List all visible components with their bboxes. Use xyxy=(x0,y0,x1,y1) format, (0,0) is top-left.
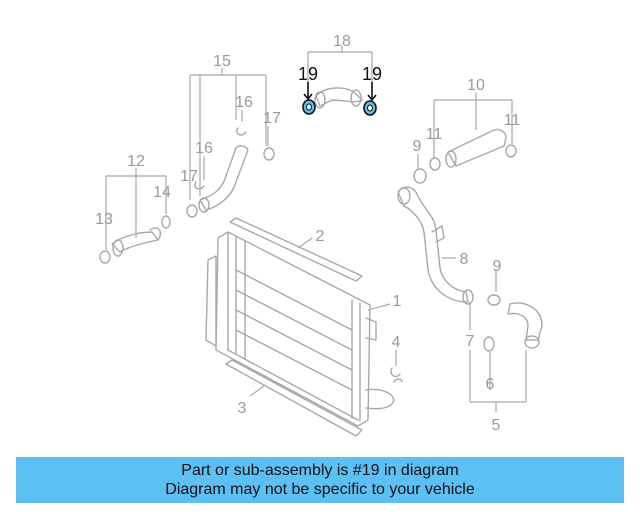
callout-9-top: 9 xyxy=(413,138,422,155)
hose-group-18 xyxy=(314,87,363,109)
callout-2: 2 xyxy=(316,228,325,245)
seal-ring-19-left-hole xyxy=(306,103,312,111)
pointer-19-right xyxy=(367,82,377,102)
callout-6: 6 xyxy=(486,376,495,393)
callout-5: 5 xyxy=(492,417,501,434)
banner-line-2: Diagram may not be specific to your vehi… xyxy=(165,481,475,498)
callout-15: 15 xyxy=(213,53,231,70)
upper-seal-strip xyxy=(229,217,363,282)
callout-7: 7 xyxy=(466,333,475,350)
hose-group-10 xyxy=(429,128,517,171)
callout-11-left: 11 xyxy=(426,126,443,143)
callout-9-right: 9 xyxy=(493,258,502,275)
hose-group-12 xyxy=(99,215,171,264)
callout-10: 10 xyxy=(467,77,485,94)
callout-17-mid: 17 xyxy=(180,168,198,185)
part-info-banner: Part or sub-assembly is #19 in diagram D… xyxy=(16,457,624,503)
callout-19-left: 19 xyxy=(298,64,318,84)
hose-group-5 xyxy=(483,294,543,352)
clip-part-4 xyxy=(390,367,403,383)
callout-1: 1 xyxy=(393,293,402,310)
hose-group-15 xyxy=(186,127,275,218)
callout-18: 18 xyxy=(333,33,351,50)
callout-11-right: 11 xyxy=(504,112,521,129)
banner-line-1: Part or sub-assembly is #19 in diagram xyxy=(181,462,459,479)
lower-seal-strip xyxy=(225,359,363,437)
callout-14: 14 xyxy=(153,184,171,201)
callout-16-mid: 16 xyxy=(195,140,213,157)
callout-17-top: 17 xyxy=(263,110,281,127)
charge-pipe-8 xyxy=(397,168,474,305)
seal-ring-19-right-hole xyxy=(367,104,373,112)
callout-8: 8 xyxy=(460,251,469,268)
callout-16-top: 16 xyxy=(235,94,253,111)
callout-4: 4 xyxy=(392,334,401,351)
leader-lines xyxy=(105,46,527,412)
pointer-19-left xyxy=(303,82,313,101)
callout-13: 13 xyxy=(95,211,113,228)
callout-3: 3 xyxy=(238,400,247,417)
intercooler-core xyxy=(205,231,395,427)
callout-12: 12 xyxy=(127,153,145,170)
callout-19-right: 19 xyxy=(362,64,382,84)
